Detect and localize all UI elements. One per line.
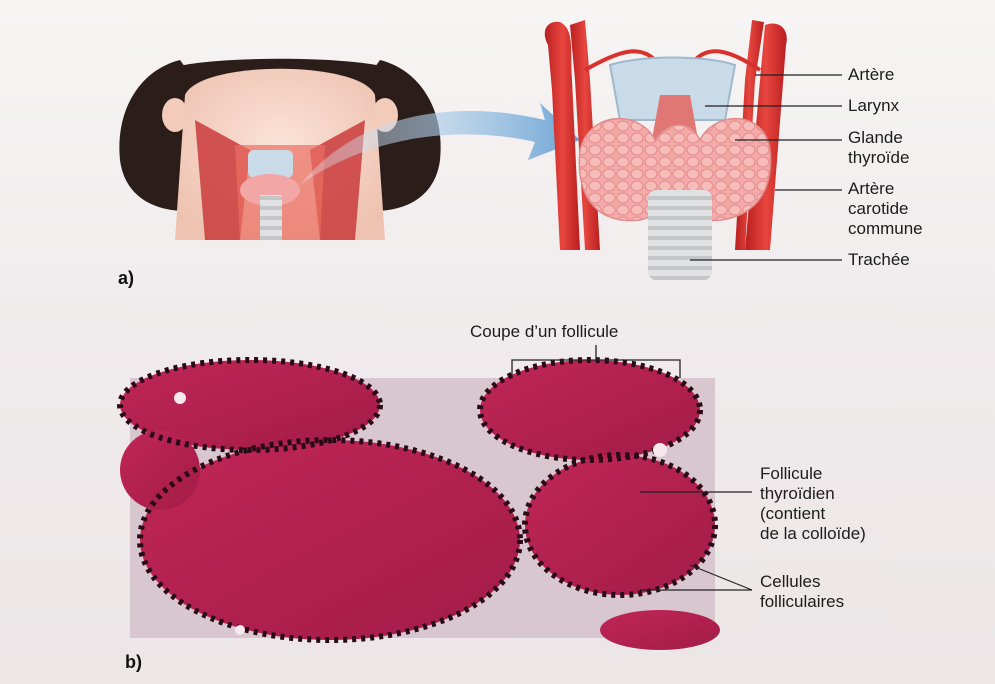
label-follicle-3: (contient	[760, 504, 825, 524]
label-follicle-1: Follicule	[760, 464, 822, 484]
label-larynx: Larynx	[848, 96, 899, 116]
label-section: Coupe d’un follicule	[470, 322, 618, 342]
label-cells-2: folliculaires	[760, 592, 844, 612]
head-illustration	[119, 59, 440, 240]
label-carotid-1: Artère	[848, 179, 894, 199]
panel-a-letter: a)	[118, 268, 134, 289]
label-thyroid-2: thyroïde	[848, 148, 909, 168]
label-artery: Artère	[848, 65, 894, 85]
label-carotid-2: carotide	[848, 199, 908, 219]
thyroid-detail	[545, 20, 787, 280]
label-trachea: Trachée	[848, 250, 910, 270]
histology-micrograph	[120, 360, 720, 650]
label-cells-1: Cellules	[760, 572, 820, 592]
label-carotid-3: commune	[848, 219, 923, 239]
label-follicle-4: de la colloïde)	[760, 524, 866, 544]
panel-b-letter: b)	[125, 652, 142, 673]
label-thyroid-1: Glande	[848, 128, 903, 148]
label-follicle-2: thyroïdien	[760, 484, 835, 504]
